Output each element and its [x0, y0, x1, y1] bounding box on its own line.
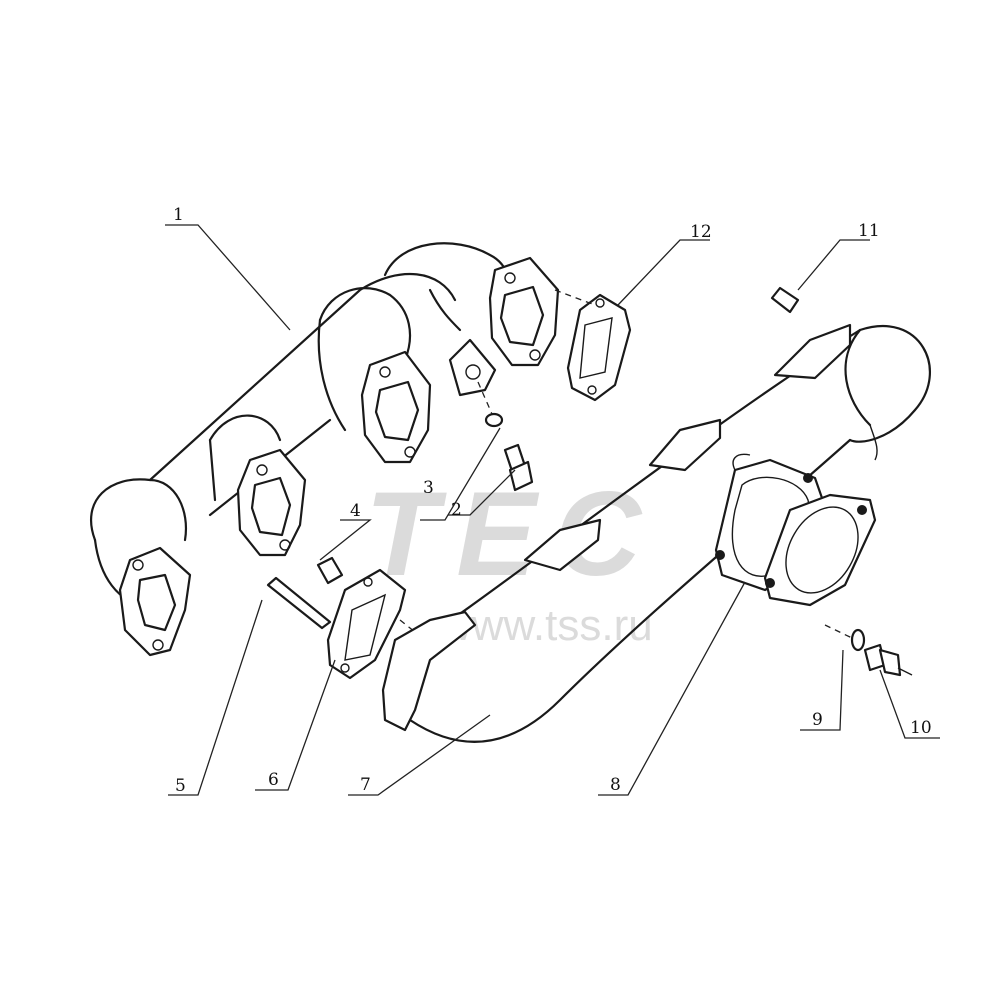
callout-6: 6	[268, 770, 279, 790]
part-12-gasket	[554, 289, 632, 402]
part-5-pin	[266, 576, 332, 630]
port-flange-1	[118, 546, 192, 657]
callout-1: 1	[173, 205, 184, 225]
part-2-bolt	[503, 443, 534, 492]
port-flange-3	[360, 350, 432, 464]
watermark-brand: TEC	[365, 467, 659, 601]
callout-4: 4	[350, 501, 361, 521]
callout-5: 5	[175, 776, 186, 796]
callout-12: 12	[690, 222, 712, 242]
callout-11: 11	[858, 221, 880, 241]
watermark: TEC www.tss.ru	[365, 467, 659, 650]
part-10-bolt	[863, 643, 913, 677]
callout-9: 9	[812, 710, 823, 730]
part-11-dowel	[770, 286, 800, 314]
callout-10: 10	[910, 718, 932, 738]
callout-3: 3	[423, 478, 434, 498]
port-flange-4	[488, 256, 560, 367]
callout-2: 2	[451, 500, 462, 520]
part-4-dowel	[316, 556, 344, 585]
port-flange-2	[236, 448, 307, 557]
part-8-gasket	[763, 493, 877, 607]
callout-labels: 1 2 3 4 5 6 7 8 9 10 11 12	[173, 205, 932, 796]
part-9-washer	[824, 624, 866, 652]
callout-8: 8	[610, 775, 621, 795]
part-1-front-exhaust-manifold	[89, 242, 560, 657]
callout-7: 7	[360, 775, 371, 795]
leader-lines	[165, 224, 940, 796]
part-3-washer	[477, 381, 504, 428]
